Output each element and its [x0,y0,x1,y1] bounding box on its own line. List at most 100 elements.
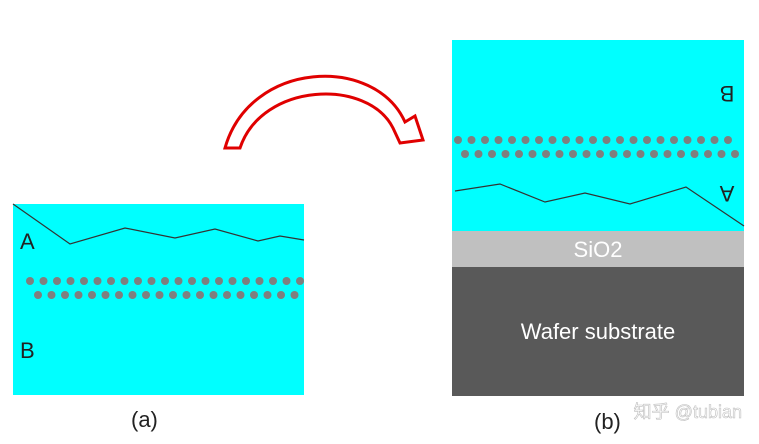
panel-a-implant-dot [209,291,218,299]
panel-a-implant-dot [26,277,34,285]
panel-b-implant-dot [636,150,645,158]
panel-a-implant-dot [155,291,164,299]
panel-b-bonded-layer [452,40,744,231]
panel-b-implant-dot [683,136,692,144]
panel-a-implant-dot [47,291,56,299]
panel-b-implant-dot [521,136,530,144]
panel-a-implant-dot [107,277,115,285]
panel-a-interface-line [12,203,305,245]
panel-b-implant-dot [697,136,705,144]
panel-a-implant-dot [80,277,88,285]
panel-b-implant-dot [467,136,476,144]
panel-b-implant-dot [528,150,537,158]
panel-b-caption: (b) [594,409,621,434]
panel-a-caption: (a) [131,407,158,432]
panel-a-implant-dot [290,291,299,299]
panel-b-implant-dot [481,136,489,144]
panel-a-implant-dot [101,291,110,299]
panel-a-layer-a-label: A [20,229,35,254]
panel-b-implant-dot [731,150,739,158]
panel-a-layer-b-label: B [20,338,35,363]
panel-a-implant-dot [74,291,83,299]
panel-b-implant-dot [562,136,570,144]
panel-a-implant-dot [282,277,291,285]
panel-a-implant-dot [161,277,169,285]
panel-b-implant-dot [609,150,618,158]
panel-a-implant-dot [142,291,150,299]
panel-a-implant-dot [115,291,123,299]
panel-a-implant-dot [269,277,277,285]
panel-a-implant-dot [263,291,272,299]
panel-a-implant-dot [215,277,223,285]
panel-b-implant-dot [555,150,564,158]
panel-a-implant-dot [242,277,250,285]
panel-b-implant-dot [656,136,665,144]
panel-b-implant-dot [508,136,516,144]
panel-b-implant-dot [582,150,591,158]
panel-b: B A SiO2 Wafer substrate (b) [452,40,745,434]
panel-b-implant-dot [488,150,496,158]
panel-a-implant-dot [53,277,61,285]
panel-b-implant-dot [575,136,584,144]
panel-b-implant-dot [717,150,726,158]
panel-b-implant-dot [548,136,557,144]
panel-b-implant-dot [663,150,672,158]
panel-b-substrate [452,267,744,396]
panel-a-implant-dot [134,277,142,285]
panel-b-implant-dot [542,150,550,158]
panel-a-implant-dot [34,291,42,299]
panel-b-implant-dot [724,136,732,144]
panel-a-implant-dot [88,291,96,299]
panel-a-implant-dot [250,291,258,299]
panel-b-implant-dot [677,150,685,158]
panel-b-implant-dot [535,136,543,144]
panel-b-implant-dot [643,136,651,144]
panel-a-implant-dot [147,277,156,285]
panel-b-implant-dot [494,136,503,144]
panel-b-implant-dot [670,136,678,144]
panel-b-implant-dot [596,150,604,158]
panel-b-implant-dot [501,150,510,158]
panel-b-implant-dot [569,150,577,158]
panel-b-implant-dot [589,136,597,144]
panel-a-implant-dot [182,291,191,299]
panel-a-implant-dot [201,277,210,285]
panel-a-wafer-stack [13,204,304,395]
panel-b-implant-dot [515,150,523,158]
panel-b-layer-b-label: B [720,81,735,106]
panel-a-implant-dot [120,277,129,285]
panel-b-implant-dot [710,136,719,144]
panel-b-implant-dot [650,150,658,158]
panel-b-oxide-label: SiO2 [574,237,623,262]
panel-b-implant-dot [704,150,712,158]
panel-a: A B (a) [12,203,305,432]
panel-a-implant-dot [196,291,204,299]
panel-b-implant-dot [602,136,611,144]
panel-b-implant-dot [629,136,638,144]
panel-a-implant-layer [26,277,304,299]
panel-a-implant-dot [277,291,285,299]
panel-a-implant-dot [228,277,237,285]
panel-b-implant-dot [454,136,462,144]
panel-a-implant-dot [296,277,304,285]
panel-a-implant-dot [61,291,69,299]
panel-b-implant-dot [690,150,699,158]
panel-b-implant-dot [461,150,469,158]
panel-a-implant-dot [66,277,75,285]
panel-a-implant-dot [128,291,137,299]
panel-b-oxide-layer [452,231,744,267]
watermark-text: 知乎 @tubian [634,402,742,422]
panel-b-implant-dot [623,150,631,158]
panel-b-implant-dot [616,136,624,144]
panel-b-interface-line [454,183,745,227]
panel-a-implant-dot [174,277,183,285]
panel-a-implant-dot [255,277,264,285]
panel-a-implant-dot [223,291,231,299]
panel-a-implant-dot [236,291,245,299]
panel-b-substrate-label: Wafer substrate [521,319,675,344]
panel-b-implant-dot [474,150,483,158]
panel-a-implant-dot [93,277,102,285]
panel-a-implant-dot [39,277,48,285]
panel-b-layer-a-label: A [719,181,734,206]
